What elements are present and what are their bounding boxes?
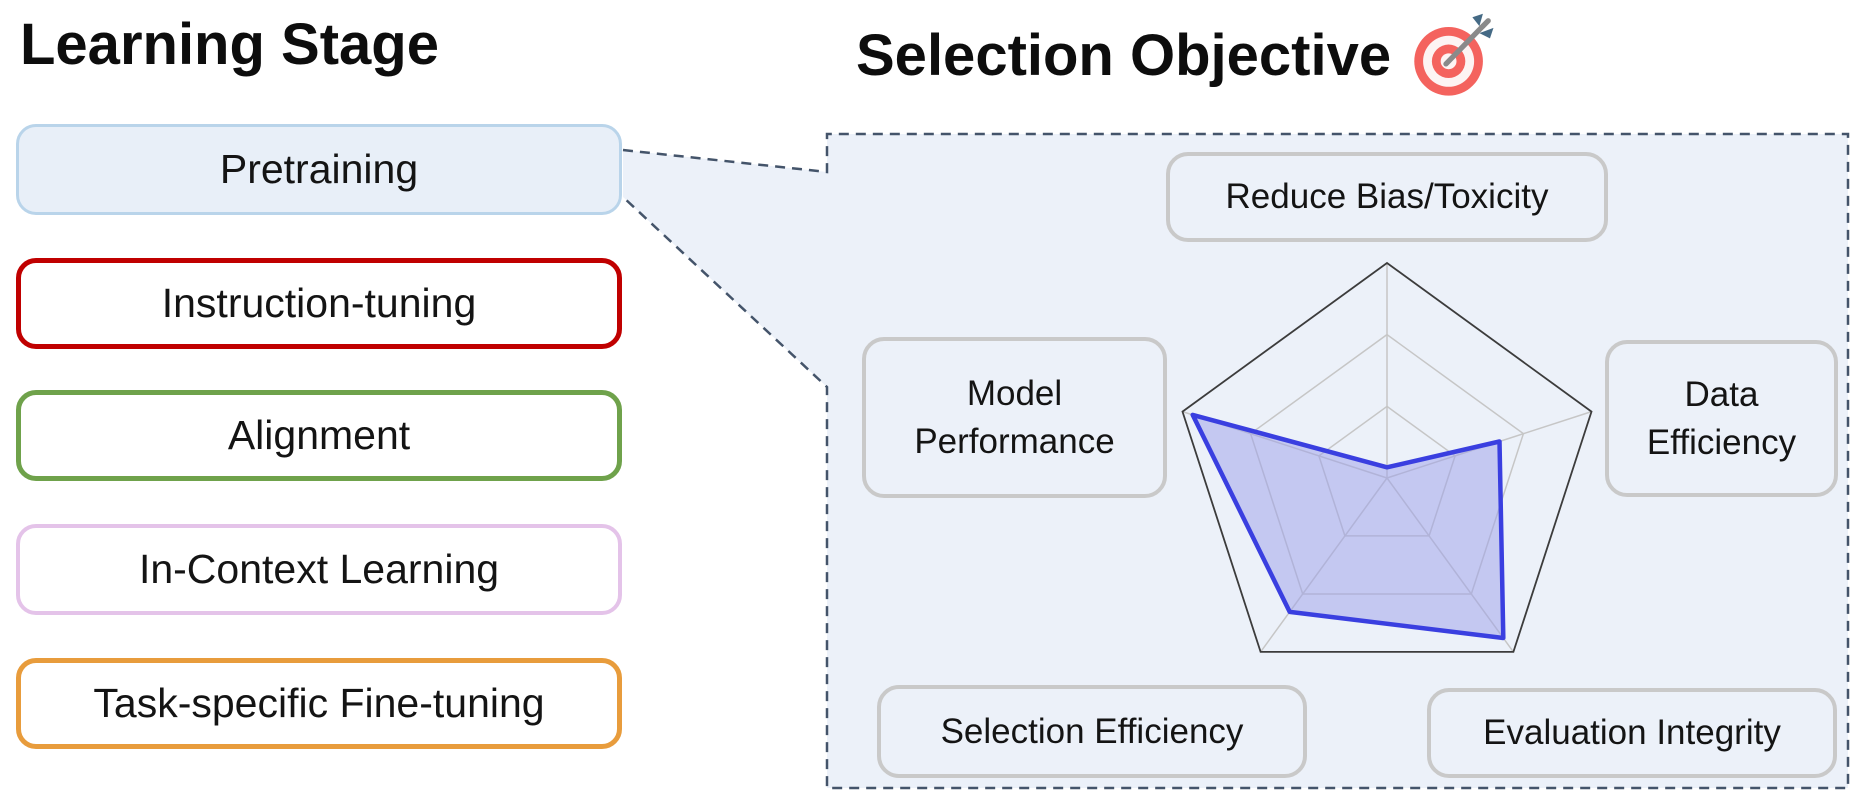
stage-label: In-Context Learning (138, 546, 500, 592)
right-title-text: Selection Objective (856, 22, 1392, 88)
objective-box-data-efficiency: Data Efficiency (1605, 340, 1838, 497)
left-title-text: Learning Stage (20, 12, 439, 77)
stage-box-instruction-tuning: Instruction-tuning (16, 258, 622, 349)
stage-box-pretraining: Pretraining (16, 124, 622, 215)
objective-box-selection-efficiency: Selection Efficiency (877, 685, 1307, 778)
stage-box-in-context-learning: In-Context Learning (16, 524, 622, 615)
stage-box-alignment: Alignment (16, 390, 622, 481)
radar-data-polygon (1190, 412, 1506, 641)
objective-label: Selection Efficiency (940, 711, 1244, 751)
objective-box-model-performance: Model Performance (862, 337, 1167, 498)
radar-grid-ring (1249, 333, 1525, 595)
stage-label: Alignment (227, 412, 411, 458)
left-section-title: Learning Stage (20, 12, 439, 79)
target-emoji-icon (1414, 13, 1494, 96)
radar-grid-ring (1318, 405, 1456, 537)
objective-label: Reduce Bias/Toxicity (1225, 177, 1549, 217)
radar-axis-spoke (1259, 477, 1388, 653)
radar-outer-pentagon (1181, 261, 1593, 653)
radar-axis-spoke (1182, 410, 1388, 479)
stage-label: Pretraining (219, 146, 419, 192)
objective-label: Evaluation Integrity (1483, 713, 1781, 753)
radar-axis-spoke (1386, 410, 1592, 479)
objective-box-evaluation-integrity: Evaluation Integrity (1427, 688, 1837, 778)
stage-box-task-specific-fine-tuning: Task-specific Fine-tuning (16, 658, 622, 749)
objective-label: Data Efficiency (1646, 375, 1797, 462)
stage-label: Instruction-tuning (161, 280, 477, 326)
right-section-title: Selection Objective (856, 12, 1497, 100)
radar-axis-spoke (1386, 477, 1515, 653)
stage-label: Task-specific Fine-tuning (93, 680, 545, 726)
objective-box-reduce-bias-toxicity: Reduce Bias/Toxicity (1166, 152, 1608, 242)
objective-label: Model Performance (914, 374, 1115, 461)
